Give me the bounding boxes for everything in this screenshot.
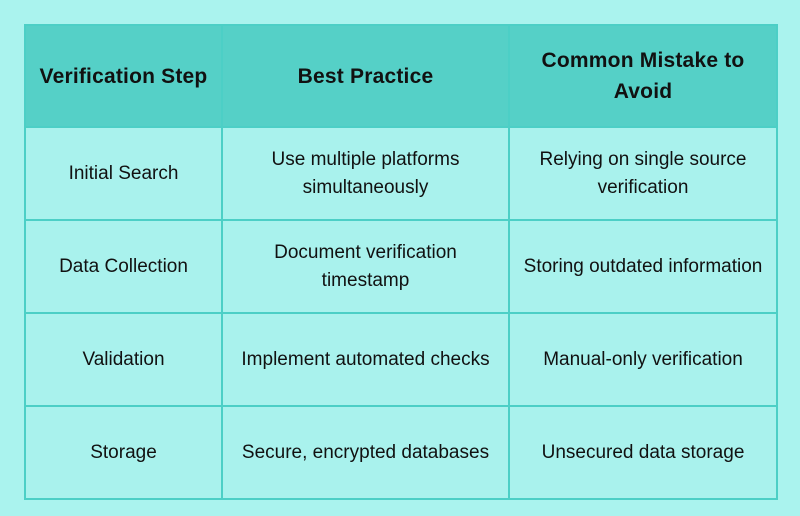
cell-text: Validation xyxy=(82,348,165,370)
cell-text: Data Collection xyxy=(59,255,188,277)
header-common-mistake: Common Mistake to Avoid xyxy=(508,24,778,128)
table-row: Initial Search Use multiple platforms si… xyxy=(24,126,778,221)
header-label: Common Mistake to Avoid xyxy=(541,49,745,103)
cell-best-practice: Implement automated checks xyxy=(221,312,510,407)
header-label: Best Practice xyxy=(297,64,434,88)
table-row: Data Collection Document verification ti… xyxy=(24,219,778,314)
header-row: Verification Step Best Practice Common M… xyxy=(24,24,778,128)
cell-verification-step: Validation xyxy=(24,312,223,407)
cell-best-practice: Use multiple platforms simultaneously xyxy=(221,126,510,221)
table-header: Verification Step Best Practice Common M… xyxy=(24,24,778,128)
header-best-practice: Best Practice xyxy=(221,24,510,128)
table-row: Storage Secure, encrypted databases Unse… xyxy=(24,405,778,500)
cell-text: Manual-only verification xyxy=(543,348,743,370)
cell-text: Storing outdated information xyxy=(523,255,763,277)
cell-best-practice: Secure, encrypted databases xyxy=(221,405,510,500)
cell-verification-step: Initial Search xyxy=(24,126,223,221)
cell-text: Secure, encrypted databases xyxy=(241,441,490,463)
cell-verification-step: Storage xyxy=(24,405,223,500)
cell-text: Relying on single source verification xyxy=(539,148,747,198)
header-label: Verification Step xyxy=(39,64,208,88)
table-row: Validation Implement automated checks Ma… xyxy=(24,312,778,407)
cell-text: Implement automated checks xyxy=(241,348,490,370)
cell-verification-step: Data Collection xyxy=(24,219,223,314)
cell-common-mistake: Manual-only verification xyxy=(508,312,778,407)
cell-common-mistake: Unsecured data storage xyxy=(508,405,778,500)
cell-text: Unsecured data storage xyxy=(541,441,745,463)
cell-common-mistake: Relying on single source verification xyxy=(508,126,778,221)
cell-text: Storage xyxy=(90,441,157,463)
cell-text: Use multiple platforms simultaneously xyxy=(271,148,460,198)
cell-best-practice: Document verification timestamp xyxy=(221,219,510,314)
header-verification-step: Verification Step xyxy=(24,24,223,128)
cell-common-mistake: Storing outdated information xyxy=(508,219,778,314)
table-body: Initial Search Use multiple platforms si… xyxy=(24,126,778,500)
verification-table: Verification Step Best Practice Common M… xyxy=(24,24,778,500)
cell-text: Document verification timestamp xyxy=(274,241,457,291)
verification-table-container: Verification Step Best Practice Common M… xyxy=(24,24,778,500)
cell-text: Initial Search xyxy=(68,162,179,184)
